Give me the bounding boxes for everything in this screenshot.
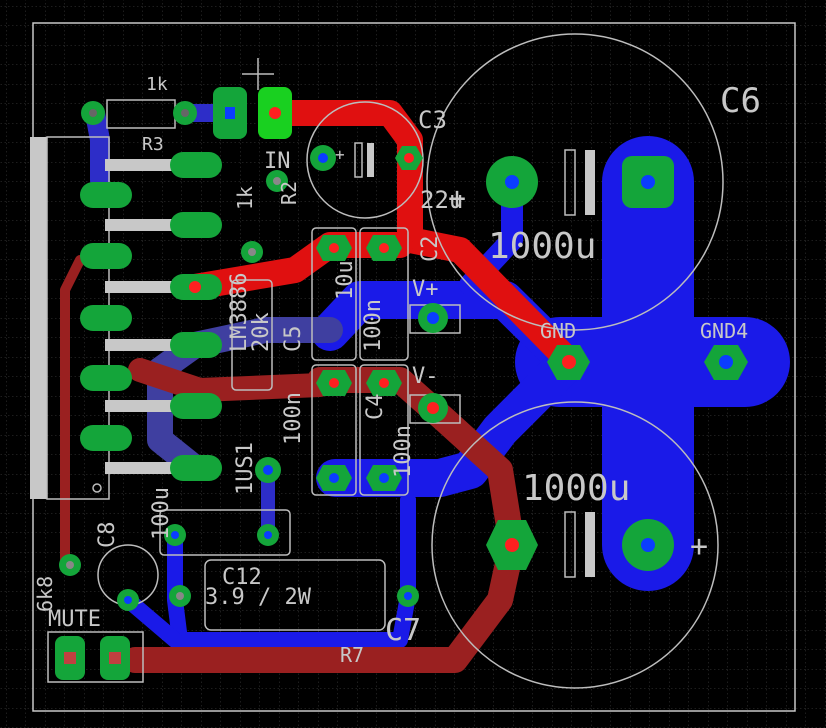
mute-pad-2-hole: [109, 652, 121, 664]
mute-outline: [47, 631, 144, 683]
c6-name-label: C6: [720, 81, 761, 121]
c3-outline: [306, 101, 424, 219]
c6-pad-neg-hole: [505, 175, 519, 189]
c7-outline: [431, 401, 719, 689]
c7-pad-neg-hole: [505, 538, 519, 552]
c3-name-label: C3: [418, 106, 447, 134]
c12-outline: [159, 509, 291, 556]
red-trace-left: [60, 255, 85, 570]
c2-outline: [359, 227, 409, 361]
ic-name-label: LM3886: [227, 273, 252, 352]
r2-value-label: 1k: [233, 186, 257, 210]
c4-outline: [359, 364, 409, 496]
top-copper-layer: [60, 100, 583, 673]
c3-symbol-plate1: [354, 142, 363, 178]
r3-name-label: R3: [142, 134, 164, 155]
small-cap-pads: [316, 235, 402, 491]
c4-name-label: C4: [363, 394, 388, 421]
c3-symbol-plate2: [367, 143, 374, 177]
vminus-pad-hole: [427, 402, 439, 414]
c6-value-label: 1000u: [488, 226, 596, 267]
c7-symbol-plate2: [585, 512, 595, 577]
c12-pad-1-hole: [171, 531, 179, 539]
c6-symbol-plate1: [564, 149, 576, 216]
c7-value-label: 1000u: [522, 468, 630, 509]
gnd4-pad-hole: [719, 355, 733, 369]
gnd-pad-hole: [562, 355, 576, 369]
c7-name-label: C7: [385, 613, 421, 648]
gnd-label: GND: [540, 319, 576, 343]
c1-value-label: 10u: [333, 260, 358, 300]
c8-name-label: C8: [95, 522, 120, 549]
vplus-label: V+: [412, 277, 439, 302]
c5-outline: [311, 227, 357, 361]
r2-name-label: R2: [277, 181, 301, 205]
r7-pad-2-hole: [404, 592, 412, 600]
red-trace-output: [262, 100, 583, 375]
gnd4-label: GND4: [700, 319, 748, 343]
c9-outline: [311, 364, 357, 496]
c8-value-label: 100u: [149, 487, 174, 540]
c12-name-label: C12: [222, 565, 262, 590]
c9-value-label: 100n: [281, 392, 306, 445]
r7-outline: [204, 559, 386, 631]
c2-value-label: 100n: [361, 299, 386, 352]
heatsink-outline: [30, 137, 47, 499]
rs1-value-label: 1US1: [233, 442, 258, 495]
r2-pad-2-hole: [248, 248, 256, 256]
c5-name-label: C5: [281, 326, 306, 353]
r-left-value-label: 6k8: [33, 576, 57, 612]
c7-pad-pos-hole: [641, 538, 655, 552]
vminus-label: V-: [412, 364, 439, 389]
gnd-branch-lower: [316, 343, 587, 497]
ic-pads: [80, 152, 222, 481]
vplus-pad-hole: [427, 312, 439, 324]
c4-value-label: 100n: [391, 425, 416, 478]
c3-pad-1-hole: [318, 153, 328, 163]
mute-pad-1-hole: [64, 652, 76, 664]
in-label: IN: [264, 149, 291, 174]
c2-name-label: C2: [418, 236, 443, 263]
c7-symbol-plate1: [564, 511, 576, 578]
r3-value-label: 1k: [146, 74, 168, 95]
labels-layer: C6 1000u 1000u C7 C3 22u 1k R3 IN R2 1k …: [33, 74, 761, 667]
in-pad-1-hole: [225, 107, 235, 119]
r3-pad-2-hole: [181, 109, 189, 117]
r3-pad-1-hole: [89, 109, 97, 117]
c3-pad-2-hole: [404, 153, 414, 163]
r7-pad-1-hole: [176, 592, 184, 600]
c3-plus-mark: +: [335, 145, 345, 164]
c6-outline: [426, 33, 724, 331]
in-pad-2-hole: [269, 107, 281, 119]
rs1-pad-1-hole: [263, 465, 273, 475]
c6-plus-mark: +: [448, 181, 466, 216]
c6-pad-pos-hole: [641, 175, 655, 189]
c8-pad-2-hole: [124, 596, 132, 604]
rs1-pad-2-hole: [264, 531, 272, 539]
c7-plus-mark: +: [690, 529, 708, 564]
pads-layer: [55, 87, 748, 680]
r7-value-label: 3.9 / 2W: [205, 585, 312, 610]
c6-symbol-plate2: [585, 150, 595, 215]
c3-value-label: 22u: [420, 186, 463, 214]
r1-value-label: 20k: [249, 312, 274, 352]
r7-name-label: R7: [340, 643, 364, 667]
c8-pad-1-hole: [66, 561, 74, 569]
r2-pad-1-hole: [273, 177, 281, 185]
r1-outline: [231, 279, 273, 391]
mute-label: MUTE: [48, 607, 101, 632]
ic-pin1-mark: [92, 483, 102, 493]
red-trace-ic-lower: [128, 358, 332, 402]
